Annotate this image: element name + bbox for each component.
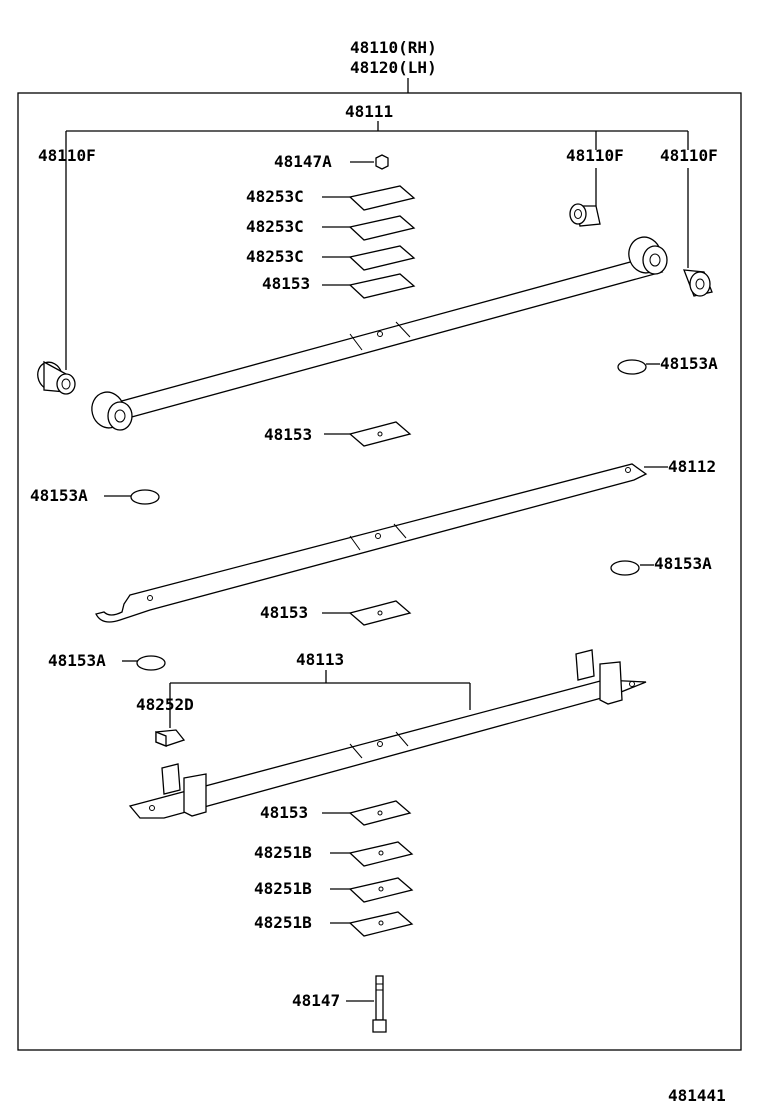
nut-icon: [375, 154, 389, 170]
spacer-b2-icon: [348, 877, 414, 903]
label-bushing-left[interactable]: 48110F: [38, 146, 96, 165]
label-liner-3[interactable]: 48153: [260, 603, 308, 622]
pad-right-1-icon: [617, 359, 647, 375]
liner-4-icon: [348, 800, 412, 826]
label-bushing-right[interactable]: 48110F: [660, 146, 718, 165]
bushing-left: [37, 360, 76, 395]
label-assembly-lh[interactable]: 48120(LH): [350, 58, 437, 77]
spacer-3-icon: [348, 245, 416, 271]
bushing-mid: [569, 203, 601, 227]
main-leaf-icon: [91, 236, 668, 431]
spacer-b3-icon: [348, 911, 414, 937]
label-clip[interactable]: 48252D: [136, 695, 194, 714]
label-spacer-b3[interactable]: 48251B: [254, 913, 312, 932]
label-pad-left-2[interactable]: 48153A: [48, 651, 106, 670]
figure-code: 481441: [668, 1086, 726, 1105]
assembly-frame: [17, 92, 742, 1051]
label-spacer-b1[interactable]: 48251B: [254, 843, 312, 862]
label-pad-left-1[interactable]: 48153A: [30, 486, 88, 505]
liner-top-icon: [348, 273, 416, 299]
label-liner-2[interactable]: 48153: [264, 425, 312, 444]
label-spacer-3[interactable]: 48253C: [246, 247, 304, 266]
label-spacer-2[interactable]: 48253C: [246, 217, 304, 236]
label-pad-right-1[interactable]: 48153A: [660, 354, 718, 373]
spacer-2-icon: [348, 215, 416, 241]
leaf-2-icon: [95, 463, 648, 623]
spacer-1-icon: [348, 185, 416, 211]
liner-3-icon: [348, 600, 412, 626]
leaf-3-icon: [128, 649, 647, 819]
pad-right-2-icon: [610, 560, 640, 576]
spacer-b1-icon: [348, 841, 414, 867]
label-nut-top[interactable]: 48147A: [274, 152, 332, 171]
liner-2-icon: [348, 421, 412, 447]
label-leaf-2[interactable]: 48112: [668, 457, 716, 476]
label-main-leaf[interactable]: 48111: [345, 102, 393, 121]
bushing-right: [683, 269, 713, 297]
pad-left-1-icon: [130, 489, 160, 505]
label-spacer-b2[interactable]: 48251B: [254, 879, 312, 898]
label-liner-4[interactable]: 48153: [260, 803, 308, 822]
label-liner-top[interactable]: 48153: [262, 274, 310, 293]
label-center-bolt[interactable]: 48147: [292, 991, 340, 1010]
clip-icon: [155, 729, 186, 747]
label-bushing-mid[interactable]: 48110F: [566, 146, 624, 165]
label-leaf-3[interactable]: 48113: [296, 650, 344, 669]
center-bolt-icon: [372, 975, 387, 1033]
pad-left-2-icon: [136, 655, 166, 671]
label-assembly-rh[interactable]: 48110(RH): [350, 38, 437, 57]
label-spacer-1[interactable]: 48253C: [246, 187, 304, 206]
label-pad-right-2[interactable]: 48153A: [654, 554, 712, 573]
